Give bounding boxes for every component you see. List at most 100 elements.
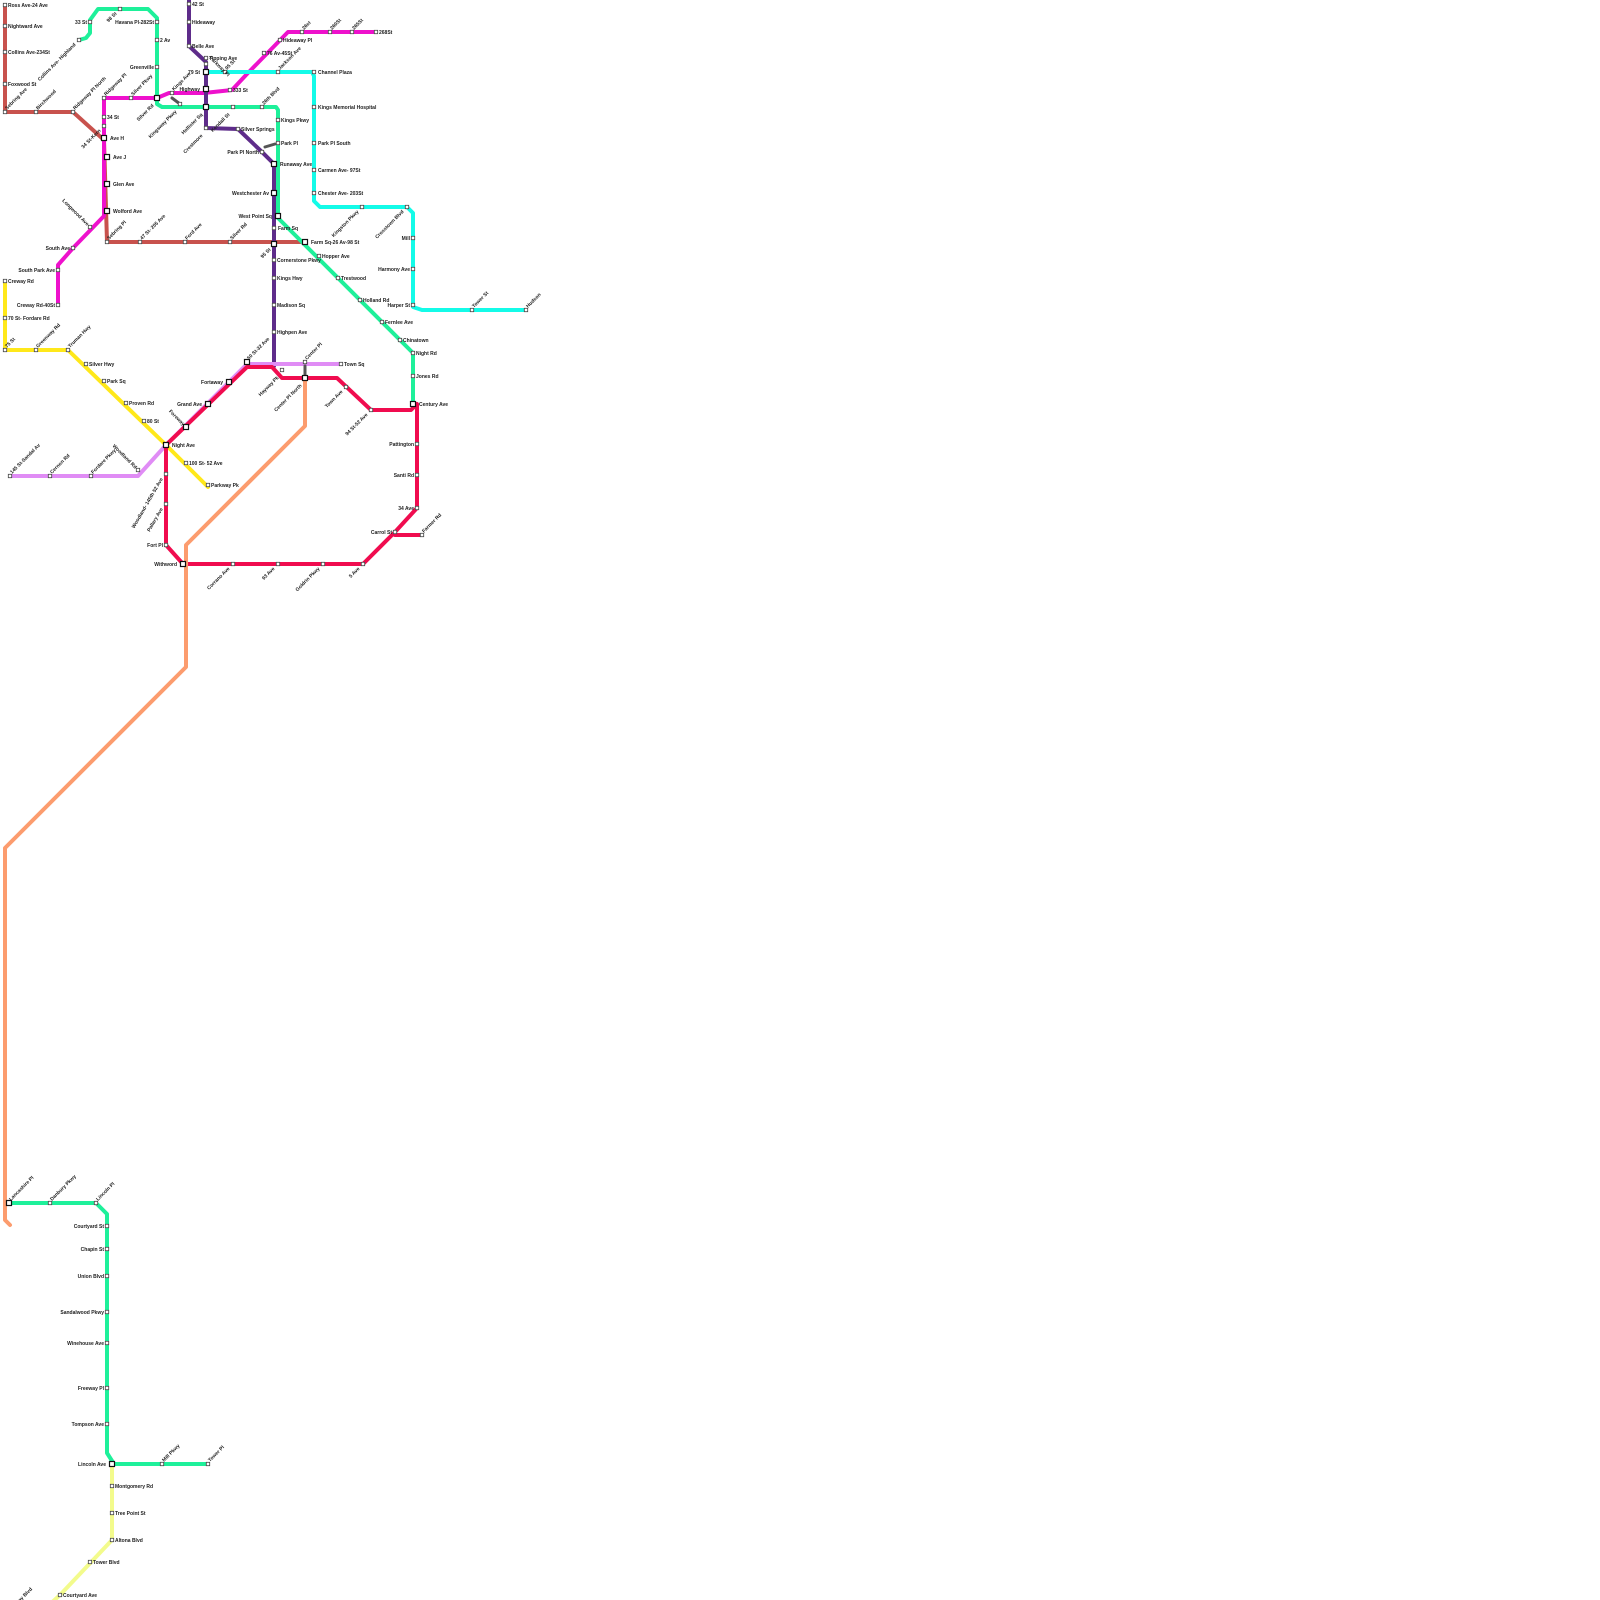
line-south-green[interactable] [7,1201,210,1466]
station-marker[interactable] [57,1592,63,1598]
station-marker[interactable] [2,23,8,29]
station-marker[interactable] [33,109,39,115]
station-marker[interactable] [2,347,8,353]
station-marker[interactable] [103,180,111,188]
station-marker[interactable] [343,384,349,390]
station-marker[interactable] [153,94,161,102]
station-marker[interactable] [410,266,416,272]
station-marker[interactable] [379,319,385,325]
station-marker[interactable] [311,140,317,146]
line-purple[interactable] [187,0,276,368]
line-green[interactable] [77,7,415,409]
station-marker[interactable] [414,441,420,447]
station-marker[interactable] [357,297,363,303]
station-marker[interactable] [33,347,39,353]
station-marker[interactable] [327,29,333,35]
station-marker[interactable] [316,253,322,259]
station-marker[interactable] [311,167,317,173]
station-marker[interactable] [47,473,53,479]
station-marker[interactable] [154,19,160,25]
station-marker[interactable] [227,239,233,245]
station-marker[interactable] [76,37,82,43]
station-marker[interactable] [360,561,366,567]
station-marker[interactable] [70,245,76,251]
station-marker[interactable] [373,29,379,35]
station-marker[interactable] [301,238,309,246]
station-marker[interactable] [203,61,209,67]
station-marker[interactable] [109,1537,115,1543]
station-marker[interactable] [202,68,210,76]
station-marker[interactable] [230,561,236,567]
station-marker[interactable] [104,1223,110,1229]
station-marker[interactable] [243,358,251,366]
station-marker[interactable] [104,1273,110,1279]
station-marker[interactable] [275,69,281,75]
station-marker[interactable] [299,29,305,35]
station-marker[interactable] [87,1559,93,1565]
station-marker[interactable] [225,378,233,386]
station-marker[interactable] [392,529,398,535]
station-marker[interactable] [338,361,344,367]
station-marker[interactable] [104,1246,110,1252]
station-marker[interactable] [5,1199,13,1207]
station-marker[interactable] [154,37,160,43]
station-marker[interactable] [311,104,317,110]
station-marker[interactable] [101,378,107,384]
station-marker[interactable] [271,257,277,263]
station-marker[interactable] [163,501,169,507]
station-marker[interactable] [204,400,212,408]
station-marker[interactable] [186,19,192,25]
station-marker[interactable] [183,460,189,466]
station-marker[interactable] [414,505,420,511]
station-marker[interactable] [397,337,403,343]
station-marker[interactable] [409,400,417,408]
station-marker[interactable] [205,482,211,488]
station-marker[interactable] [101,123,107,129]
station-marker[interactable] [55,302,61,308]
station-marker[interactable] [83,361,89,367]
station-marker[interactable] [259,104,265,110]
station-marker[interactable] [2,109,8,115]
station-marker[interactable] [137,239,143,245]
station-marker[interactable] [104,1340,110,1346]
station-marker[interactable] [163,471,169,477]
station-marker[interactable] [2,2,8,8]
station-marker[interactable] [235,126,241,132]
station-marker[interactable] [404,204,410,210]
station-marker[interactable] [70,109,76,115]
station-marker[interactable] [162,441,170,449]
station-marker[interactable] [227,87,233,93]
station-marker[interactable] [275,117,281,123]
station-marker[interactable] [65,347,71,353]
station-marker[interactable] [261,50,267,56]
station-marker[interactable] [349,29,355,35]
station-marker[interactable] [270,189,278,197]
station-marker[interactable] [100,134,108,142]
station-marker[interactable] [275,140,281,146]
station-marker[interactable] [104,1309,110,1315]
station-marker[interactable] [222,69,228,75]
station-marker[interactable] [93,1200,99,1206]
station-marker[interactable] [177,101,183,107]
station-marker[interactable] [123,400,129,406]
station-marker[interactable] [186,1,192,7]
station-marker[interactable] [205,1461,211,1467]
station-marker[interactable] [203,125,209,131]
station-marker[interactable] [410,350,416,356]
station-marker[interactable] [108,1460,116,1468]
station-marker[interactable] [87,224,93,230]
station-marker[interactable] [55,267,61,273]
station-marker[interactable] [410,235,416,241]
station-marker[interactable] [141,418,147,424]
station-marker[interactable] [270,160,278,168]
station-marker[interactable] [117,6,123,12]
station-marker[interactable] [203,55,209,61]
station-marker[interactable] [186,43,192,49]
station-marker[interactable] [182,239,188,245]
station-marker[interactable] [202,103,210,111]
station-marker[interactable] [154,64,160,70]
station-marker[interactable] [259,149,265,155]
station-marker[interactable] [2,81,8,87]
station-marker[interactable] [270,240,278,248]
station-marker[interactable] [410,373,416,379]
